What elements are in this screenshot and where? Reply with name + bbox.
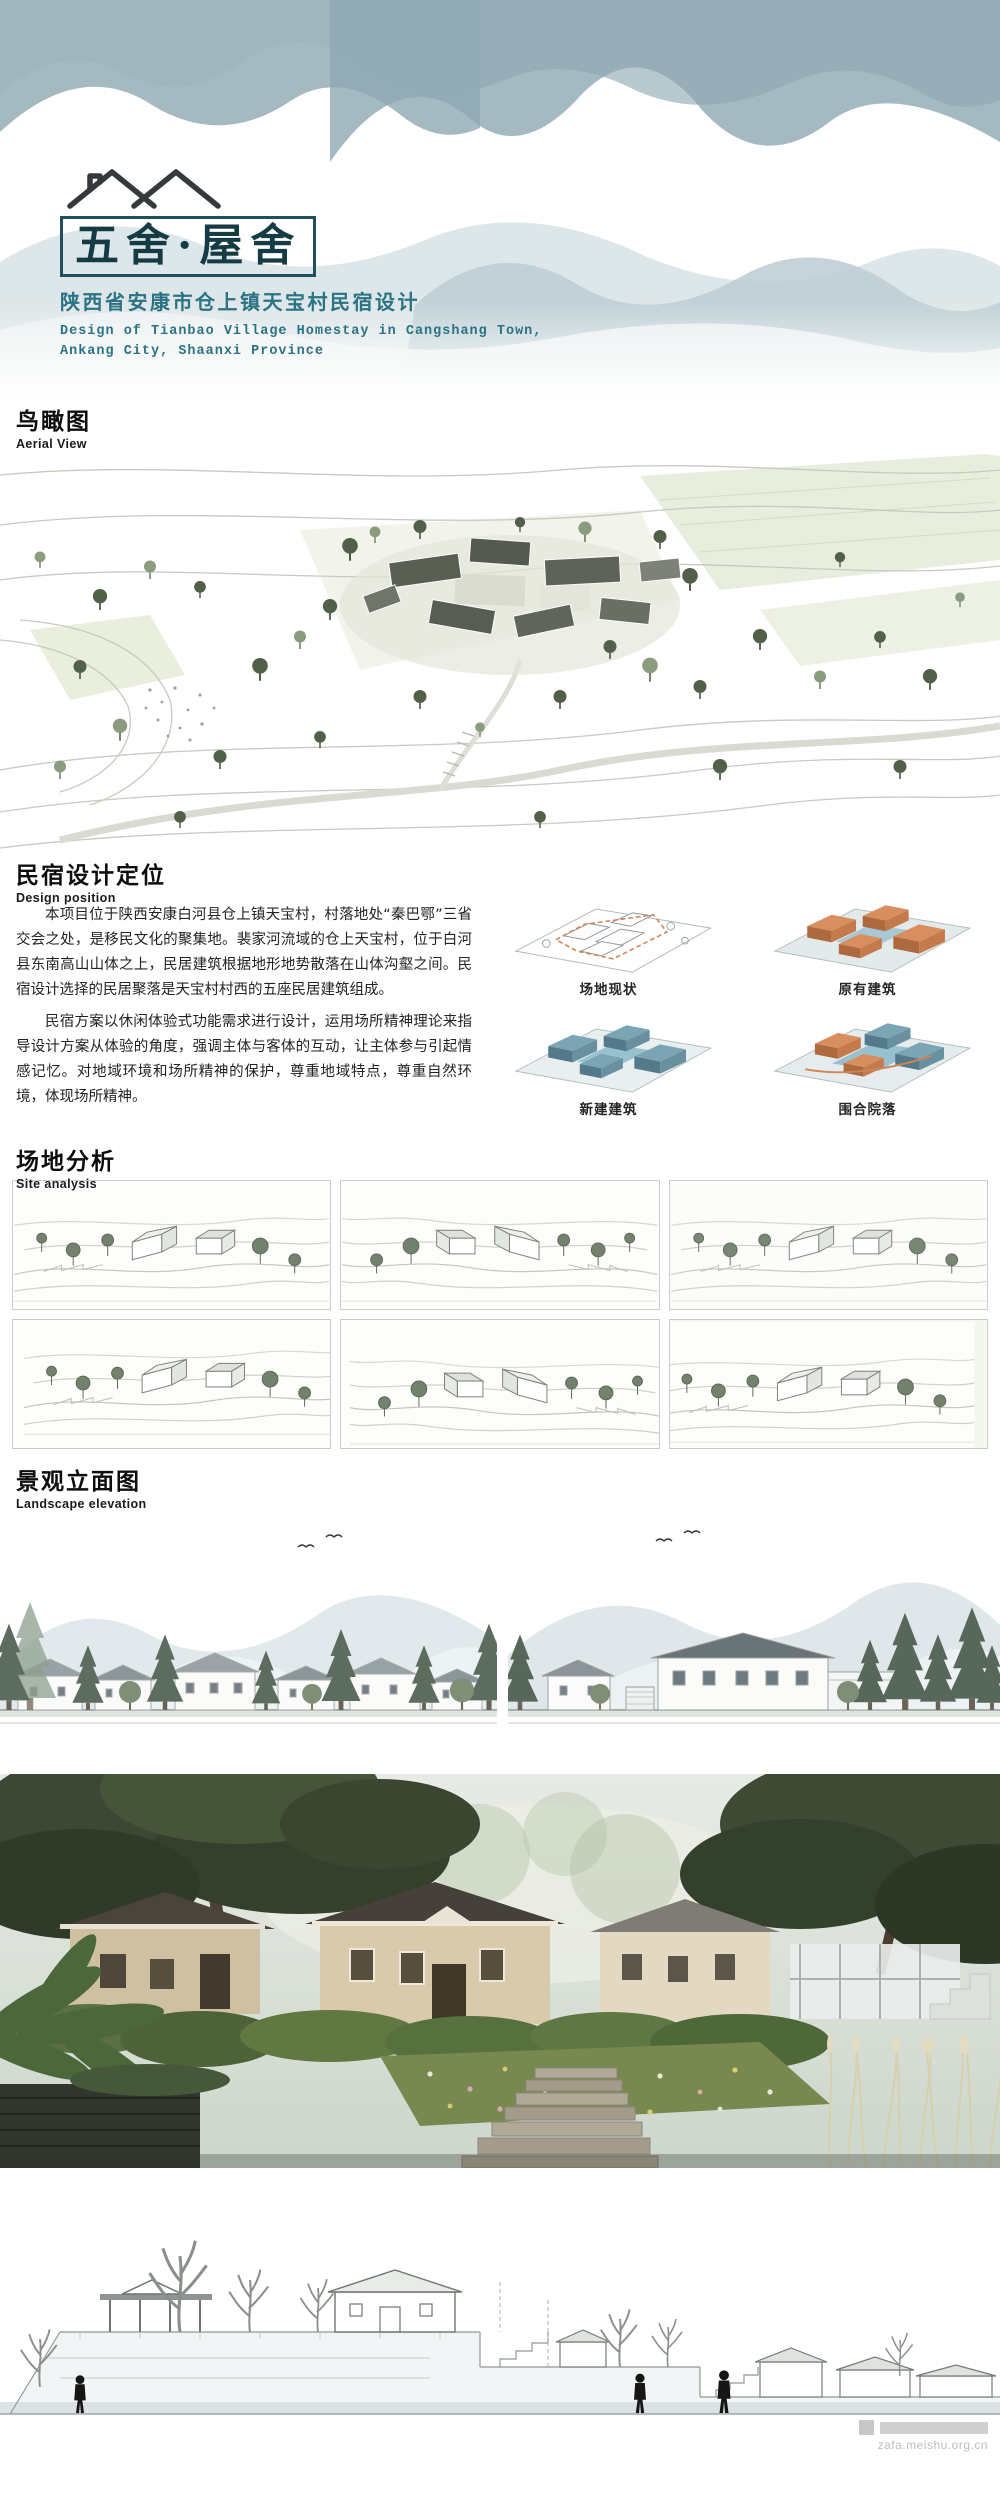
section-heading-aerial: 鸟瞰图 Aerial View [16,402,91,451]
site-analysis-image-4 [12,1319,332,1449]
diagram-site-status: 场地现状 [482,888,735,998]
site-analysis-image-2 [340,1180,660,1310]
diagram-label-site-status: 场地现状 [579,982,638,998]
poster-title: 五舍·屋舍 [60,216,317,277]
position-paragraph-2: 民宿方案以休闲体验式功能需求进行设计，运用场所精神理论来指导设计方案从体验的角度… [16,1013,472,1105]
mountains-art [0,0,1000,400]
position-title-en: Design position [16,891,116,905]
diagram-new-buildings-drawing [514,1025,713,1093]
section-heading-site-analysis: 场地分析 Site analysis [16,1142,116,1191]
site-analysis-image-1 [12,1180,332,1310]
elevation-left-drawing [0,1534,497,1724]
watermark-text-placeholder [880,2421,988,2434]
diagram-label-courtyard: 围合院落 [838,1102,897,1118]
diagram-existing-buildings-drawing [773,905,972,973]
section-heading-elevation: 景观立面图 Landscape elevation [16,1462,147,1511]
concept-diagrams: 场地现状 原有建筑 新建建筑 [482,888,994,1118]
diagram-label-existing: 原有建筑 [838,982,897,998]
poster-subtitle-en: Design of Tianbao Village Homestay in Ca… [60,322,542,363]
diagram-enclosed-courtyard: 围合院落 [741,1008,994,1118]
site-analysis-image-5 [340,1319,660,1449]
watermark-logo-icon [859,2420,874,2435]
aerial-view-drawing [0,440,1000,855]
site-title-en: Site analysis [16,1177,97,1191]
aerial-title-en: Aerial View [16,437,87,451]
site-title-cn: 场地分析 [16,1149,116,1175]
watermark-logo-row [859,2420,988,2435]
site-section-drawing [0,2182,1000,2418]
poster-logo: 五舍·屋舍 陕西省安康市仓上镇天宝村民宿设计 Design of Tianbao… [60,160,542,362]
site-watermark: zafa.meishu.org.cn [859,2420,988,2452]
site-analysis-image-6 [668,1319,988,1449]
courtyard-render-image [0,1774,1000,2168]
watermark-url: zafa.meishu.org.cn [877,2438,988,2452]
diagram-new-buildings: 新建建筑 [482,1008,735,1118]
poster-subtitle-en-line1: Design of Tianbao Village Homestay in Ca… [60,323,543,339]
position-paragraph-1: 本项目位于陕西安康白河县仓上镇天宝村，村落地处“秦巴鄂”三省交会之处，是移民文化… [16,907,472,998]
position-title-cn: 民宿设计定位 [16,863,166,889]
section-heading-position: 民宿设计定位 Design position [16,856,166,905]
elevation-title-en: Landscape elevation [16,1497,147,1511]
diagram-label-new: 新建建筑 [579,1102,638,1118]
aerial-title-cn: 鸟瞰图 [16,409,91,435]
poster-subtitle-en-line2: Ankang City, Shaanxi Province [60,344,324,360]
site-analysis-grid [12,1180,988,1449]
site-analysis-image-3 [668,1180,988,1310]
elevation-right-drawing [508,1530,1000,1724]
diagram-enclosed-courtyard-drawing [773,1023,972,1093]
poster-subtitle-cn: 陕西省安康市仓上镇天宝村民宿设计 [60,289,420,314]
elevation-title-cn: 景观立面图 [16,1469,141,1495]
diagram-site-status-drawing [514,908,713,973]
roof-logo-icon [67,169,221,209]
design-position-text: 本项目位于陕西安康白河县仓上镇天宝村，村落地处“秦巴鄂”三省交会之处，是移民文化… [16,903,472,1117]
diagram-existing-buildings: 原有建筑 [741,888,994,998]
